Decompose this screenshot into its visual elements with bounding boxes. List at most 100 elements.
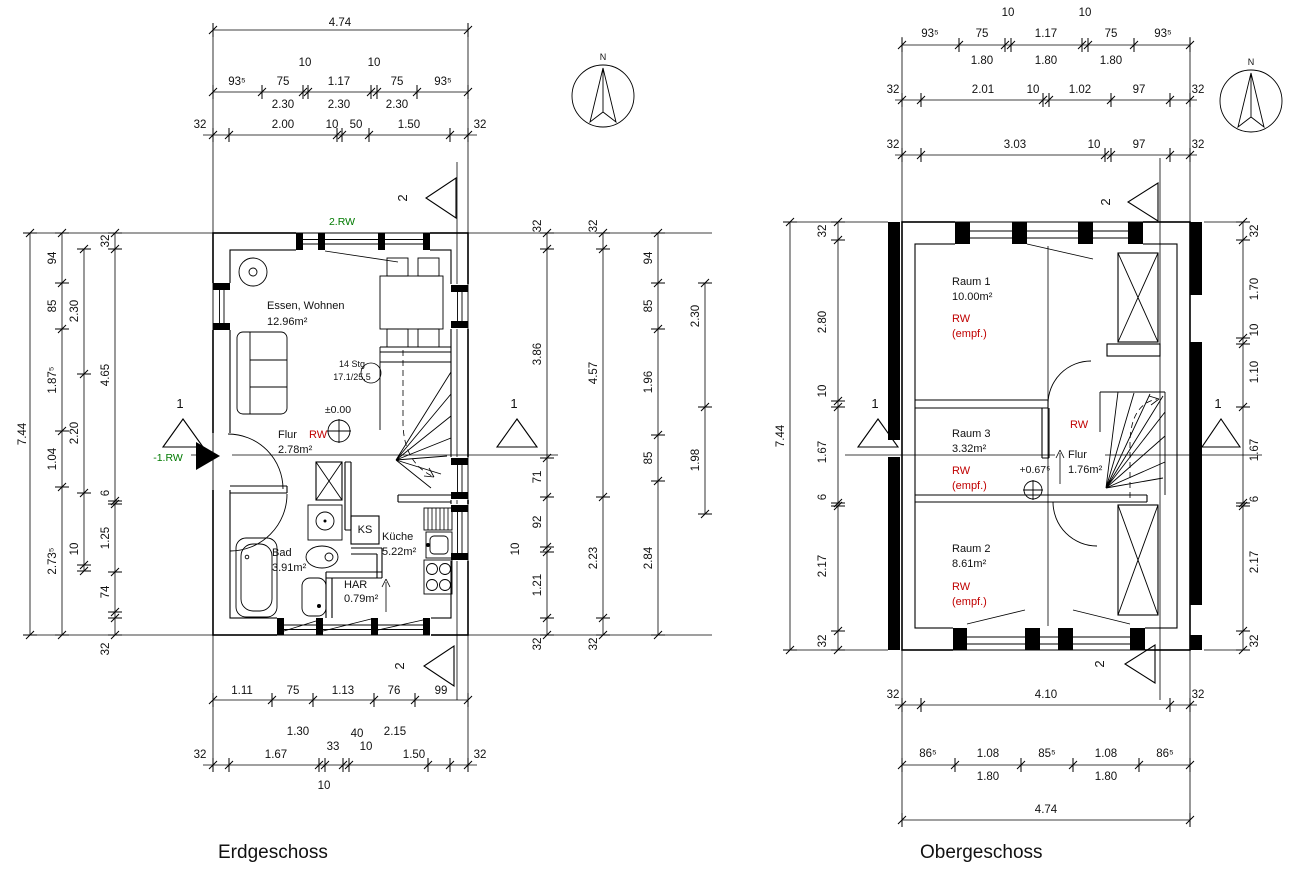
ks-label: KS [358, 524, 373, 536]
dim-label: 85 [643, 300, 655, 313]
dim-label: 10 [1002, 7, 1015, 19]
rw-label: RW [1070, 419, 1089, 431]
eg-walls [196, 232, 470, 636]
eg-window-posts [213, 233, 468, 635]
room-name: Bad [272, 547, 292, 559]
room-area: 1.76m² [1068, 464, 1103, 476]
og-roof-window-bottom [1117, 504, 1159, 616]
section-label: 1 [176, 396, 183, 411]
eg-stair-walkline [402, 350, 433, 477]
dim-label: 1.21 [532, 574, 544, 596]
dim-label: 4.74 [329, 17, 352, 29]
dim-label: 2.30 [69, 300, 81, 322]
room-area: 10.00m² [952, 291, 993, 303]
rw-empf-label: (empf.) [952, 480, 987, 492]
dim-label: 10 [360, 741, 373, 753]
dim-label: 92 [532, 516, 544, 529]
eg-entry-arrow [196, 442, 220, 470]
dim-label: 97 [1133, 139, 1146, 151]
og-stair-headwall [1106, 343, 1161, 357]
plan-title-erdgeschoss: Erdgeschoss [218, 842, 328, 863]
eg-shower-basin [301, 577, 327, 617]
dim-label: 6 [817, 494, 829, 500]
eg-dining-table [379, 257, 444, 348]
dim-label: 32 [588, 638, 600, 651]
dim-label: 75 [277, 76, 290, 88]
dim-label: 1.17 [328, 76, 350, 88]
room-area: 12.96m² [267, 316, 308, 328]
dim-label: 32 [474, 119, 487, 131]
dim-label: 1.80 [1095, 771, 1117, 783]
room-name: HAR [344, 579, 367, 591]
dim-label: 10 [510, 543, 522, 556]
dim-label: 76 [388, 685, 401, 697]
og-roof-window-top [1117, 252, 1159, 343]
dim-label: 94 [47, 251, 59, 264]
eg-room-labels: Essen, Wohnen 12.96m² Flur RW 2.78m² Bad… [146, 216, 417, 605]
og-window-glazing [967, 230, 1130, 645]
dim-label: 32 [532, 638, 544, 651]
section-label: 1 [510, 396, 517, 411]
room-name: Raum 1 [952, 276, 991, 288]
room-name: Essen, Wohnen [267, 300, 344, 312]
section-label: 1 [871, 396, 878, 411]
dim-label: 10 [368, 57, 381, 69]
room-area: 5.22m² [382, 546, 417, 558]
dim-label: 2.80 [817, 311, 829, 333]
rw-top-label: 2.RW [329, 216, 355, 228]
dim-label: 1.30 [287, 726, 309, 738]
eg-sofa [236, 331, 288, 415]
dim-label: 2.20 [69, 422, 81, 444]
level-label: +0.67⁵ [1020, 464, 1051, 476]
dim-label: 86⁵ [1156, 748, 1174, 760]
eg-bad-door-swing [229, 493, 288, 552]
dim-label: 32 [887, 84, 900, 96]
dim-label: 71 [532, 471, 544, 484]
dim-label: 32 [474, 749, 487, 761]
dim-label: 1.80 [1100, 55, 1122, 67]
og-stairs [1099, 391, 1166, 498]
dim-label: 10 [326, 119, 339, 131]
room-area: 8.61m² [952, 558, 987, 570]
dim-label: 32 [100, 235, 112, 248]
dim-label: 10 [817, 385, 829, 398]
dim-label: 1.13 [332, 685, 354, 697]
dim-label: 32 [194, 119, 207, 131]
og-dimensions: 10 10 93⁵ 75 1.17 75 93⁵ 1.80 1.80 1.80 … [775, 7, 1261, 827]
dim-label: 10 [69, 543, 81, 556]
north-label: N [600, 52, 607, 62]
north-arrow-right: N [1219, 57, 1283, 133]
dim-label: 7.44 [775, 424, 787, 447]
dim-label: 32 [1192, 689, 1205, 701]
stair-ratio-label: 17.1/25,5 [333, 372, 371, 382]
dim-label: 10 [318, 780, 331, 792]
dim-label: 32 [194, 749, 207, 761]
dim-label: 1.80 [977, 771, 999, 783]
dim-label: 2.23 [588, 547, 600, 569]
dim-label: 2.17 [817, 555, 829, 577]
dim-label: 4.74 [1035, 804, 1058, 816]
dim-label: 94 [643, 251, 655, 264]
section-label: 1 [1214, 396, 1221, 411]
dim-label: 32 [1249, 225, 1261, 238]
plan-title-obergeschoss: Obergeschoss [920, 842, 1043, 863]
dim-label: 2.84 [643, 546, 655, 569]
dim-label: 32 [588, 220, 600, 233]
eg-ks-box [350, 515, 380, 545]
og-section-markers: 2 2 1 1 [856, 182, 1242, 684]
eg-window-glazing [219, 239, 463, 630]
dim-label: 1.87⁵ [47, 366, 59, 393]
dim-label: 1.04 [47, 447, 59, 470]
og-window-symbols [966, 243, 1131, 625]
eg-stairs [360, 346, 452, 489]
dim-label: 33 [327, 741, 340, 753]
section-label: 2 [392, 662, 407, 669]
dim-label: 1.67 [1249, 439, 1261, 461]
dim-label: 1.11 [231, 685, 253, 697]
room-name: Raum 3 [952, 428, 991, 440]
eg-bathtub [235, 537, 278, 618]
dim-label: 1.08 [977, 748, 999, 760]
room-name: Flur [1068, 449, 1087, 461]
dim-label: 2.30 [328, 99, 350, 111]
